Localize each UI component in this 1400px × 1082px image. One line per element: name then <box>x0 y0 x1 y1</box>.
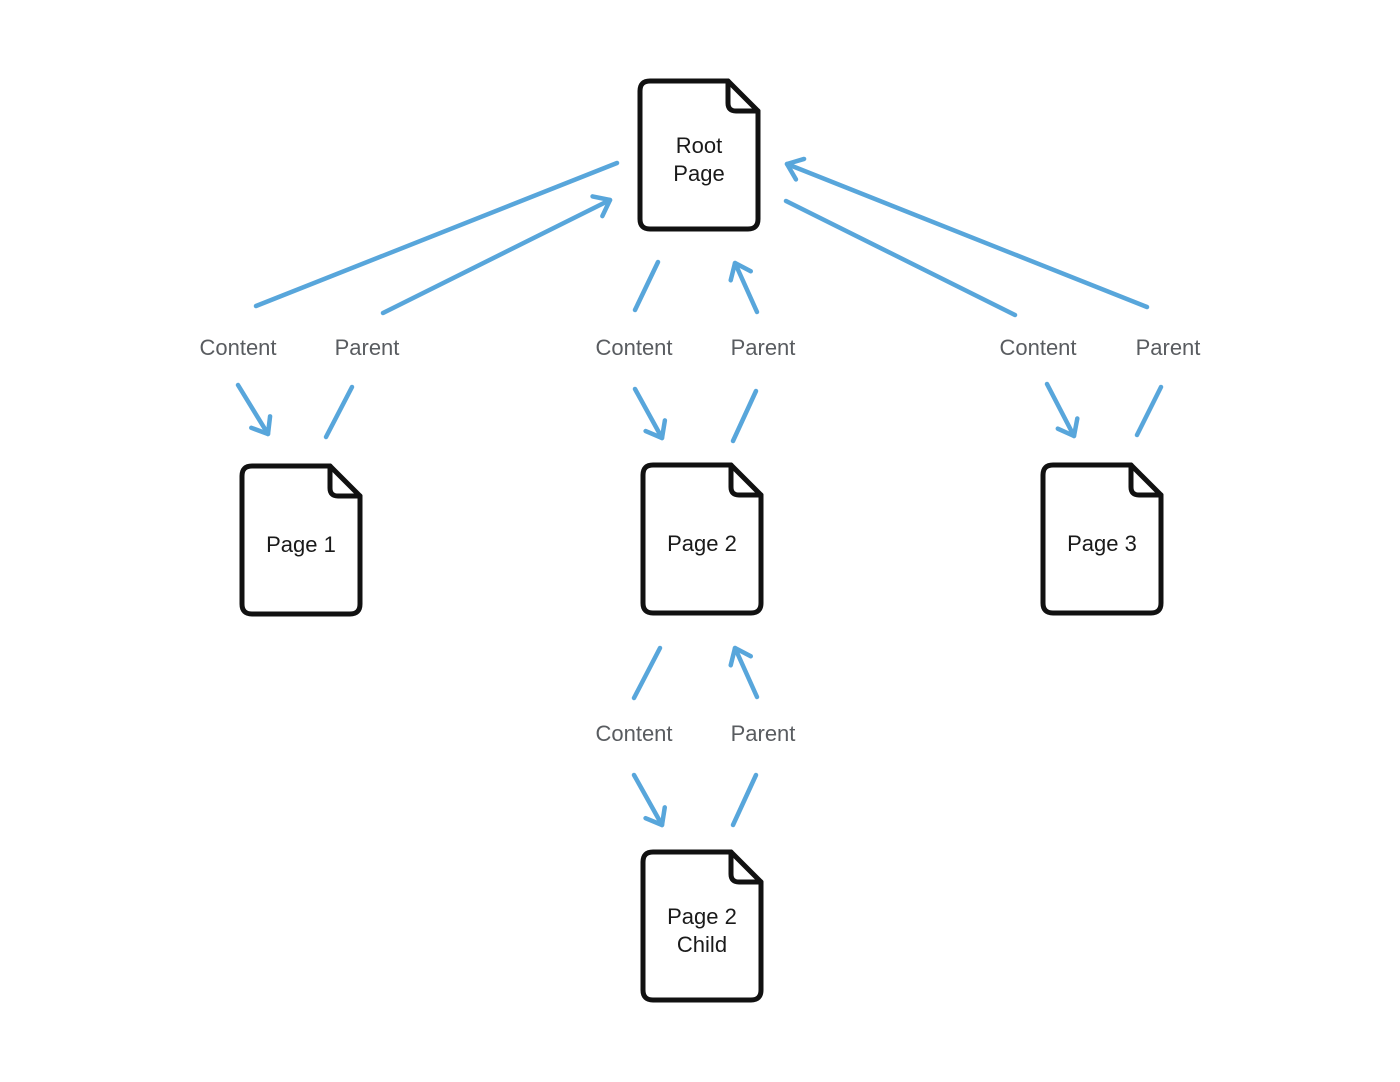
edge-page3-to-root-parent-lower <box>1134 384 1164 438</box>
node-label: Page 3 <box>1067 531 1137 556</box>
document-fold-icon <box>1128 462 1164 498</box>
document-fold-icon <box>725 78 761 114</box>
document-fold-icon <box>327 463 363 499</box>
node-page-2: Page 2 <box>640 462 764 616</box>
document-icon <box>640 462 764 616</box>
document-icon <box>239 463 363 617</box>
edge-child-to-page2-parent-lower <box>730 772 759 828</box>
edge-page2-to-child-content-upper <box>631 645 663 701</box>
node-page-1: Page 1 <box>239 463 363 617</box>
edge-root-to-page1-content-upper <box>253 160 620 309</box>
edge-page2-to-child-content-lower <box>631 772 668 828</box>
edge-label-label-left-content: Content <box>199 335 276 360</box>
document-icon <box>1040 462 1164 616</box>
edge-label-label-bottom-parent: Parent <box>731 721 796 746</box>
edge-label-label-bottom-content: Content <box>595 721 672 746</box>
document-fold-icon <box>728 462 764 498</box>
document-fold-icon <box>728 849 764 885</box>
node-label: Page 1 <box>266 532 336 557</box>
edge-page2-to-root-parent-lower <box>730 388 759 444</box>
edge-page3-to-root-parent-upper <box>784 156 1150 310</box>
edge-page1-to-root-parent-upper <box>380 194 613 316</box>
edge-label-label-mid-parent: Parent <box>731 335 796 360</box>
edge-root-to-page3-content-lower <box>1044 381 1080 439</box>
node-page-3: Page 3 <box>1040 462 1164 616</box>
node-label: Page 2 <box>667 531 737 556</box>
edge-root-to-page3-content-upper <box>783 198 1018 318</box>
edge-page2-to-root-parent-upper <box>728 260 760 315</box>
edge-root-to-page2-content-upper <box>632 259 661 313</box>
edge-label-label-mid-content: Content <box>595 335 672 360</box>
edge-page1-to-root-parent-lower <box>323 384 355 440</box>
edge-root-to-page2-content-lower <box>632 386 668 441</box>
document-icon <box>640 849 764 1003</box>
edge-child-to-page2-parent-upper <box>728 645 760 700</box>
edge-label-label-left-parent: Parent <box>335 335 400 360</box>
edge-label-label-right-parent: Parent <box>1136 335 1201 360</box>
document-icon <box>637 78 761 232</box>
edge-label-label-right-content: Content <box>999 335 1076 360</box>
edge-root-to-page1-content-lower <box>235 382 273 437</box>
